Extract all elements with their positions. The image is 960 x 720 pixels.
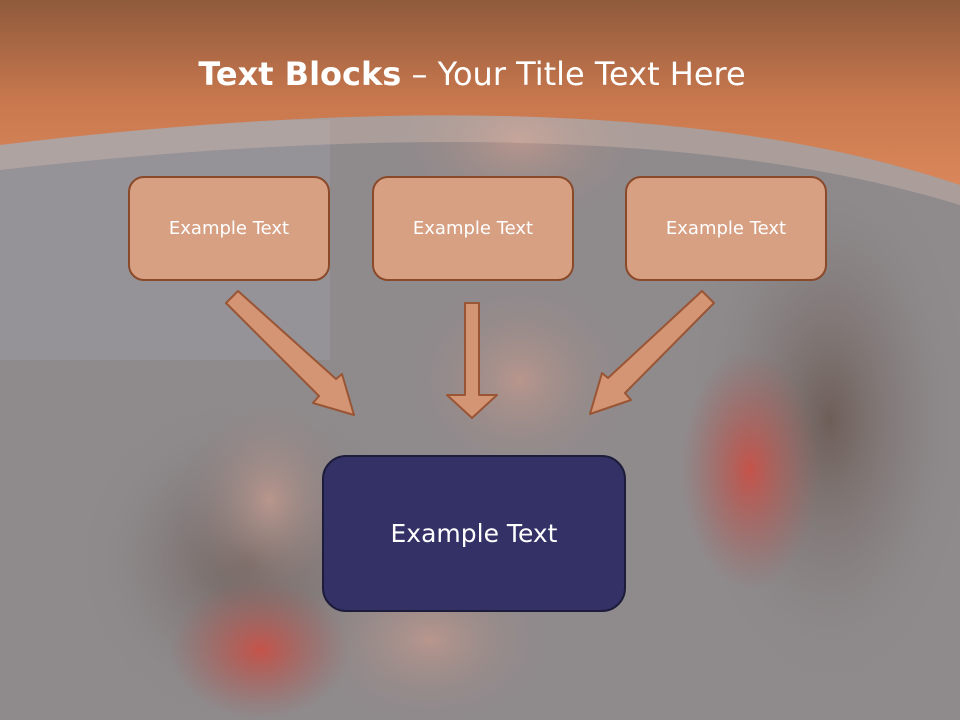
arrow-center-down	[446, 302, 498, 419]
arrow-right-to-center	[589, 290, 715, 415]
text-block-right-label: Example Text	[665, 218, 787, 239]
text-block-left-label: Example Text	[168, 218, 290, 239]
title-rest: Your Title Text Here	[437, 55, 746, 93]
text-block-center-label: Example Text	[412, 218, 534, 239]
title-bold: Text Blocks	[198, 55, 402, 93]
arrow-left-to-center	[225, 290, 355, 416]
text-block-center[interactable]: Example Text	[372, 176, 574, 281]
text-block-main[interactable]: Example Text	[322, 455, 626, 612]
text-block-main-label: Example Text	[390, 519, 558, 548]
text-block-left[interactable]: Example Text	[128, 176, 330, 281]
text-block-right[interactable]: Example Text	[625, 176, 827, 281]
title-dash: –	[401, 55, 438, 93]
slide-title: Text Blocks – Your Title Text Here	[0, 52, 944, 96]
